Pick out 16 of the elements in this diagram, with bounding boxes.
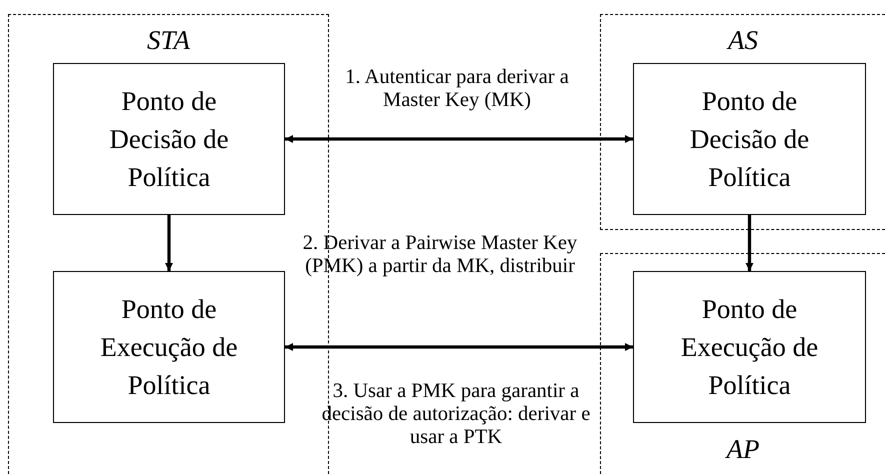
arrow [285, 135, 633, 143]
group-heading: AS [728, 25, 758, 55]
arrow [285, 343, 633, 351]
arrow [746, 215, 754, 271]
edge-label: 1. Autenticar para derivar a Master Key (MK) [344, 66, 570, 112]
step-label: 2. Derivar a Pairwise Master Key (PMK) a partir da MK, distribuir [302, 232, 578, 278]
process-box: Ponto de Execução de Política [53, 271, 285, 423]
group-frame [600, 253, 885, 474]
process-box: Ponto de Execução de Política [633, 271, 866, 423]
group-heading: STA [147, 25, 190, 55]
process-box: Ponto de Decisão de Política [53, 63, 285, 215]
group-heading: AP [726, 434, 760, 464]
arrow [165, 215, 173, 271]
edge-label: 3. Usar a PMK para garantir a decisão de autorização: derivar e usar a PTK [320, 380, 592, 449]
group-frame [600, 14, 885, 230]
process-box: Ponto de Decisão de Política [633, 63, 866, 215]
